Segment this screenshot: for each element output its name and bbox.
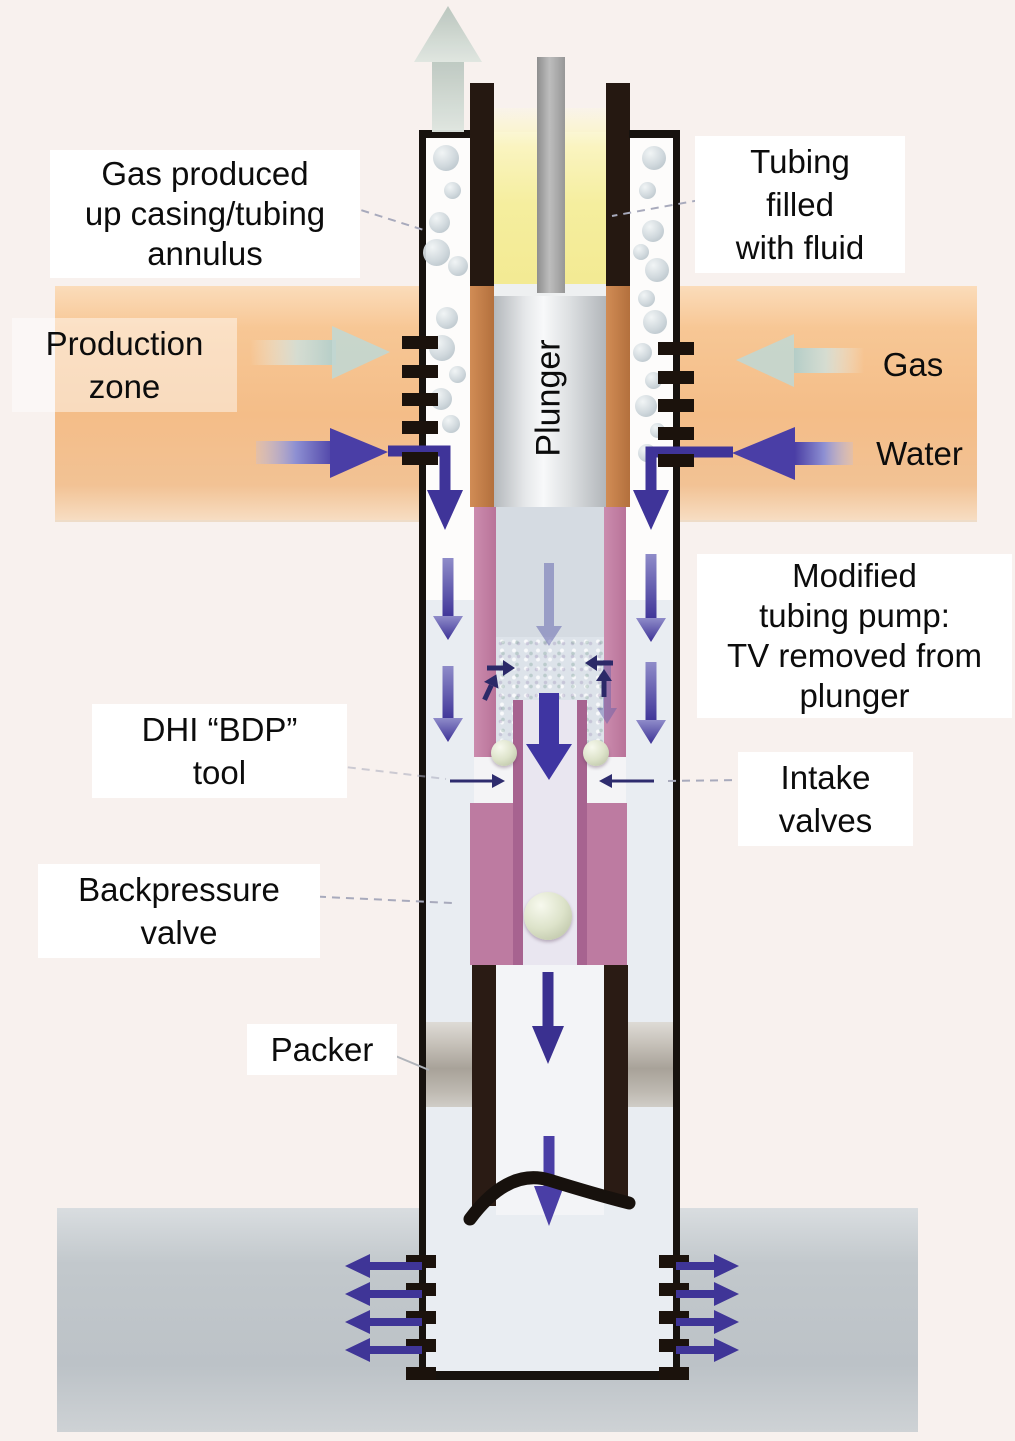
casing-right-wall	[673, 130, 680, 1379]
gas-bubble	[442, 415, 460, 433]
label-dhi-tool: DHI “BDP” tool	[92, 704, 347, 798]
tubing-wall-left-lower	[472, 965, 496, 1206]
pump-barrel-wall-right	[604, 507, 626, 757]
casing-top-right	[629, 130, 680, 138]
tubing-wall-right-lower	[604, 965, 628, 1196]
backpressure-valve-body-right	[580, 803, 627, 965]
dip-tube-wall-left	[513, 700, 523, 965]
gas-bubble	[642, 146, 666, 170]
intake-ball-left	[491, 740, 517, 766]
casing-left-wall	[419, 130, 426, 1379]
gas-bubble	[638, 181, 656, 199]
dip-tube-wall-right	[577, 700, 587, 965]
label-modified-pump: Modified tubing pump: TV removed from pl…	[697, 554, 1012, 718]
label-tubing-filled: Tubing filled with fluid	[695, 136, 905, 273]
backpressure-valve-body-left	[470, 803, 517, 965]
label-plunger: Plunger	[529, 339, 568, 457]
tubing-wall-left-prodzone	[470, 286, 494, 507]
tubing-wall-right-prodzone	[606, 286, 630, 507]
gas-bubble	[632, 342, 652, 362]
gas-bubble	[635, 395, 657, 417]
gas-bubble	[638, 444, 656, 462]
polished-rod	[537, 57, 565, 293]
label-intake-valves: Intake valves	[738, 752, 913, 846]
gas-bubble	[448, 365, 466, 383]
tubing-wall-right-upper	[606, 83, 630, 286]
gas-bubble	[422, 238, 450, 266]
gas-bubble	[643, 310, 667, 334]
packer-left	[426, 1022, 472, 1107]
pump-barrel-wall-left	[474, 507, 496, 757]
casing-top-left	[419, 130, 470, 138]
gas-bubble	[637, 289, 655, 307]
gas-bubble	[428, 211, 450, 233]
gas-bubble	[433, 145, 459, 171]
packer-right	[628, 1022, 673, 1107]
gas-bubble	[430, 388, 452, 410]
label-production-zone: Production zone	[12, 318, 237, 412]
gas-bubble	[436, 307, 458, 329]
pump-fluid-upper	[496, 507, 604, 637]
backpressure-ball	[524, 892, 572, 940]
label-gas: Gas	[882, 346, 944, 383]
gas-bubble	[429, 335, 455, 361]
gas-bubble	[644, 371, 662, 389]
label-water: Water	[876, 435, 963, 472]
gas-bubble	[633, 244, 649, 260]
gas-bubble	[649, 422, 665, 438]
gas-bubble	[443, 181, 461, 199]
gas-bubble	[642, 220, 664, 242]
plunger-body	[494, 296, 606, 507]
gas-bubble	[448, 256, 468, 276]
label-packer: Packer	[247, 1024, 397, 1075]
casing-bottom	[419, 1371, 680, 1380]
label-gas-produced: Gas produced up casing/tubing annulus	[50, 150, 360, 278]
gas-bubble	[645, 258, 669, 282]
tubing-wall-left-upper	[470, 83, 494, 286]
intake-ball-right	[583, 740, 609, 766]
label-backpressure-valve: Backpressure valve	[38, 864, 320, 958]
lower-tubing-interior	[496, 965, 604, 1215]
